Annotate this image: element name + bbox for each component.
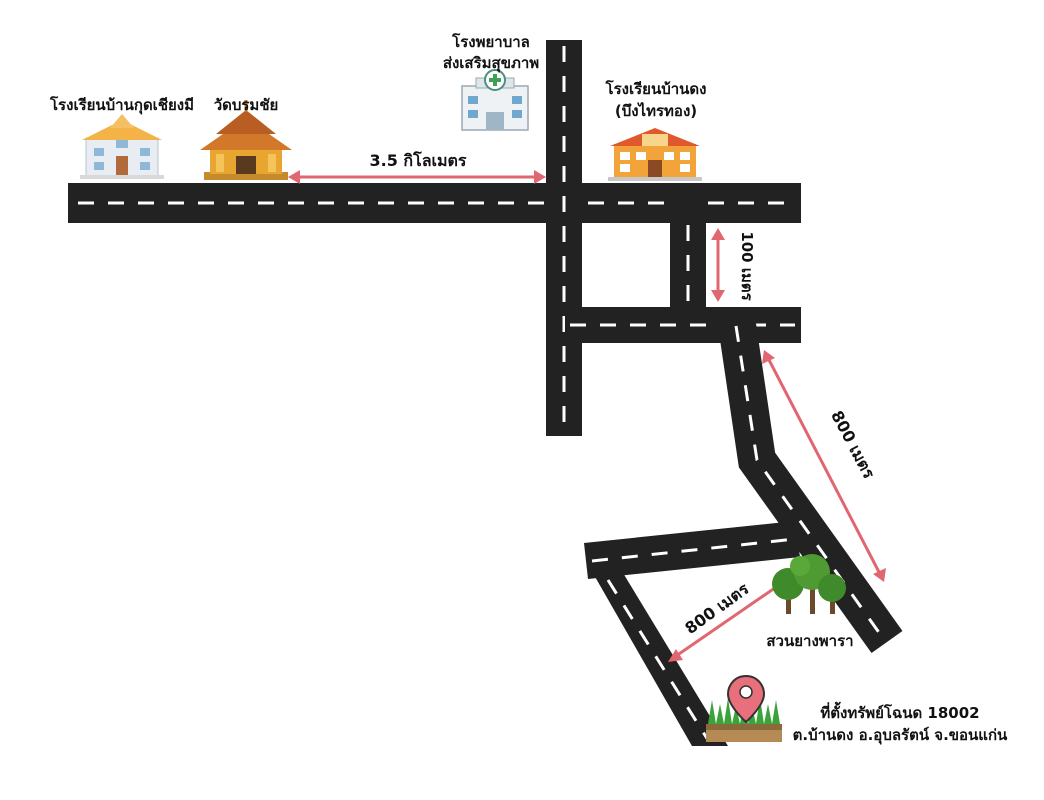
road-network: [68, 40, 903, 746]
road-second-horizontal: [565, 307, 801, 343]
temple-icon: [200, 100, 292, 180]
label-rubber-plantation: สวนยางพารา: [766, 632, 853, 650]
road-main-vertical: [546, 40, 582, 436]
arrow-west-road: [288, 170, 546, 184]
school-building-icon: [80, 114, 164, 179]
location-pin-icon: [726, 674, 766, 724]
distance-label-west-road: 3.5 กิโลเมตร: [370, 150, 467, 170]
tree-icon: [772, 554, 846, 614]
label-school-ban-dong-line1: โรงเรียนบ้านดง: [605, 79, 707, 98]
label-hospital-line1: โรงพยาบาล: [451, 32, 530, 51]
label-property-line2: ต.บ้านดง อ.อุบลรัตน์ จ.ขอนแก่น: [793, 726, 1008, 745]
label-property-line1: ที่ตั้งทรัพย์โฉนด 18002: [820, 701, 979, 722]
label-school-ban-dong-line2: (บึงไทรทอง): [615, 101, 697, 120]
hospital-icon: [461, 69, 529, 131]
label-wat-borom-chai: วัดบรมชัย: [214, 96, 279, 114]
road-lower-diagonal: [594, 568, 728, 746]
arrow-short-connector: [711, 228, 725, 302]
label-hospital-line2: ส่งเสริมสุขภาพ: [443, 54, 539, 73]
school-building-icon: [608, 128, 702, 181]
road-lower-horizontal: [584, 521, 800, 579]
label-school-kud-chiang-mi: โรงเรียนบ้านกุดเชียงมี: [49, 95, 194, 115]
distance-label-short-connector: 100 เมตร: [738, 231, 756, 301]
distance-label-diagonal-road: 800 เมตร: [827, 407, 879, 482]
arrow-diagonal-road: [762, 350, 886, 582]
